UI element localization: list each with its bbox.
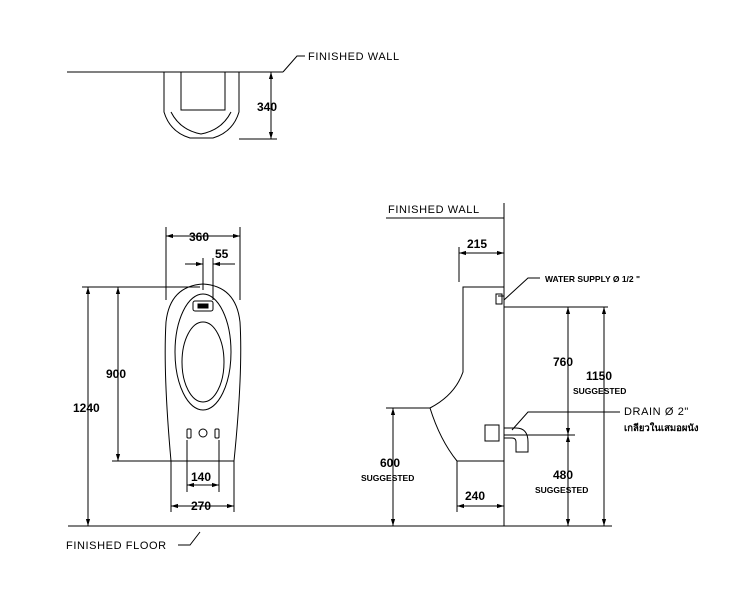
drain-leader <box>511 411 620 431</box>
side-supply-fitting <box>495 293 503 305</box>
front-slot-right <box>214 428 220 439</box>
front-flush-sensor <box>192 300 214 312</box>
side-supply-floor-label: 1150 <box>586 369 612 383</box>
top-finished-wall-label: FINISHED WALL <box>308 51 400 63</box>
front-height-bowl-label: 900 <box>106 367 126 381</box>
side-rim-height-suggested: SUGGESTED <box>361 473 414 483</box>
front-width-label: 360 <box>189 230 209 244</box>
finished-floor-leader <box>178 531 201 546</box>
top-wall-leader <box>282 55 305 73</box>
water-supply-label: WATER SUPPLY Ø 1/2 " <box>545 274 640 284</box>
side-drain-height-suggested: SUGGESTED <box>535 485 588 495</box>
top-urinal-back-box <box>180 71 226 111</box>
drain-label: DRAIN Ø 2" <box>624 406 689 418</box>
top-depth-label: 340 <box>257 100 277 114</box>
water-supply-leader <box>503 277 540 301</box>
front-height-total-label: 1240 <box>73 401 100 415</box>
side-rim-height-label: 600 <box>380 456 400 470</box>
front-spud-label: 55 <box>215 247 229 261</box>
front-bowl-inner <box>181 321 225 403</box>
top-view <box>67 55 305 140</box>
front-bowl-outer <box>174 293 232 411</box>
front-slot-left <box>186 428 192 439</box>
side-view <box>386 203 620 527</box>
side-drain-height-label: 480 <box>553 468 573 482</box>
top-urinal-inner <box>170 111 232 135</box>
finished-floor-label: FINISHED FLOOR <box>66 540 167 552</box>
side-urinal-outline <box>429 286 504 462</box>
drain-note-thai: เกลียวในเสมอผนัง <box>624 422 699 434</box>
front-drain-hole <box>198 428 208 438</box>
side-top-depth-label: 215 <box>467 237 487 251</box>
front-bottom-outer-label: 270 <box>191 499 211 513</box>
side-base-depth-label: 240 <box>465 489 485 503</box>
front-view <box>82 227 242 526</box>
side-supply-height-label: 760 <box>553 355 573 369</box>
top-urinal-outline <box>163 72 240 139</box>
side-drain-fitting <box>484 424 500 442</box>
side-supply-floor-suggested: SUGGESTED <box>573 386 626 396</box>
side-drain-pipe <box>504 427 529 453</box>
front-bottom-inner-label: 140 <box>191 470 211 484</box>
side-finished-wall-label: FINISHED WALL <box>388 204 480 216</box>
